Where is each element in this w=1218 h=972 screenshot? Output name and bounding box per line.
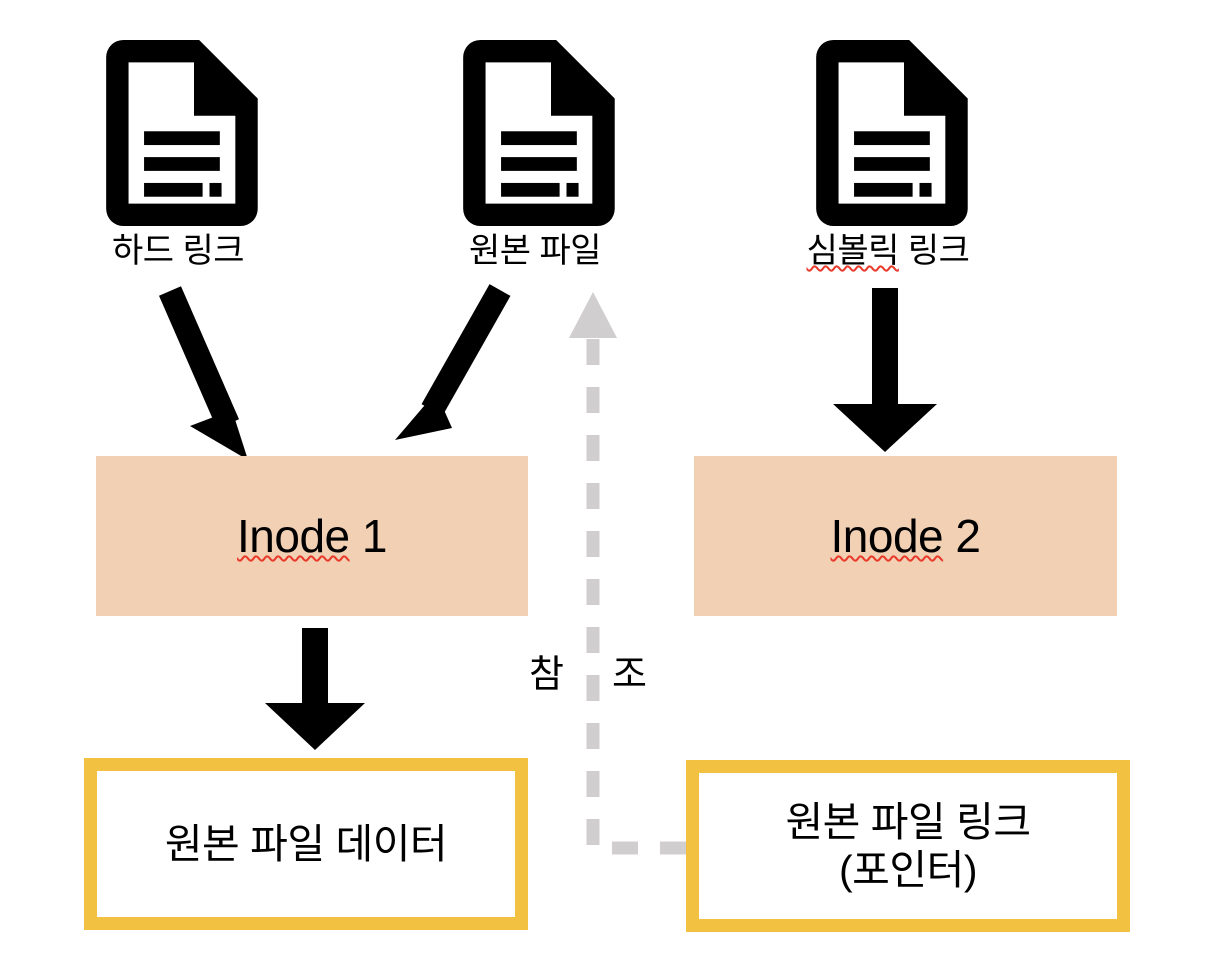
inode-label-2-rest: 2	[943, 510, 981, 562]
arrow-hardlink-to-inode1	[159, 286, 248, 460]
inode-label-1-misspelled: Inode	[237, 510, 350, 562]
inode-label-2: Inode 2	[830, 509, 982, 563]
data-label-link-line-2: (포인터)	[839, 847, 977, 893]
file-label-hard-link: 하드 링크	[111, 232, 245, 270]
data-box-original-file-link[interactable]: 원본 파일 링크 (포인터)	[686, 760, 1130, 932]
inode-label-1-rest: 1	[349, 510, 388, 562]
file-label-symbolic-link-misspelled: 심볼릭	[806, 232, 900, 270]
inode-box-2[interactable]: Inode 2	[694, 456, 1117, 616]
file-label-original-file: 원본 파일	[468, 232, 602, 270]
file-node-symbolic-link[interactable]: 심볼릭 링크	[773, 40, 1003, 270]
data-label-link-line-1: 원본 파일 링크	[785, 798, 1031, 845]
data-box-original-file-data[interactable]: 원본 파일 데이터	[84, 758, 528, 930]
inode-label-2-misspelled: Inode	[830, 510, 944, 562]
document-icon	[462, 40, 615, 226]
arrow-inode1-to-data	[265, 628, 365, 750]
reference-arrow	[569, 292, 686, 855]
inode-box-1[interactable]: Inode 1	[96, 456, 528, 616]
file-label-symbolic-link-rest: 링크	[898, 232, 970, 270]
document-icon	[815, 40, 968, 226]
file-node-hard-link[interactable]: 하드 링크	[63, 40, 293, 270]
data-label-original-file-data: 원본 파일 데이터	[164, 820, 448, 867]
arrow-symlink-to-inode2	[833, 288, 937, 452]
file-node-original-file[interactable]: 원본 파일	[420, 40, 650, 270]
reference-label-char-2: 조	[612, 654, 647, 696]
arrow-original-to-inode1	[395, 284, 511, 440]
file-label-symbolic-link: 심볼릭 링크	[773, 232, 1003, 270]
data-label-original-file-link: 원본 파일 링크 (포인터)	[785, 798, 1031, 895]
inode-label-1: Inode 1	[237, 509, 388, 563]
document-icon	[105, 40, 258, 226]
reference-label-char-1: 참	[529, 654, 564, 696]
